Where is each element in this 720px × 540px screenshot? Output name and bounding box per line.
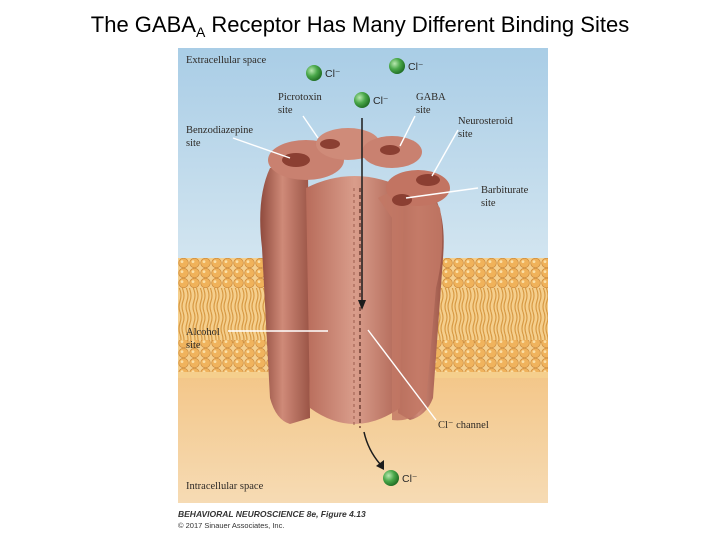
- ion-label: Cl⁻: [408, 61, 424, 73]
- chloride-ion-2: Cl⁻: [389, 58, 424, 74]
- slide-title: The GABAA Receptor Has Many Different Bi…: [0, 12, 720, 40]
- chloride-ion-1: Cl⁻: [306, 65, 341, 81]
- gaba-label-1: GABA: [416, 92, 446, 103]
- ion-label: Cl⁻: [325, 68, 341, 80]
- receptor-figure: Cl⁻ Cl⁻ Cl⁻ Cl⁻ Extracellular space Intr…: [178, 48, 548, 503]
- title-rest: Receptor Has Many Different Binding Site…: [205, 12, 630, 37]
- leader-lines: [228, 115, 479, 421]
- title-subscript: A: [195, 24, 206, 40]
- chloride-ion-4: Cl⁻: [383, 470, 418, 486]
- alcohol-label-1: Alcohol: [186, 327, 220, 338]
- picrotoxin-label-2: site: [278, 105, 293, 116]
- barbiturate-label-1: Barbiturate: [481, 185, 529, 196]
- title-main: The GABA: [90, 12, 196, 37]
- ion-exit-arrow: [363, 431, 381, 465]
- channel-label: Cl⁻ channel: [438, 420, 489, 431]
- figure-caption: BEHAVIORAL NEUROSCIENCE 8e, Figure 4.13 …: [178, 508, 366, 532]
- ion-arrowhead-2: [376, 460, 384, 470]
- caption-copyright: © 2017 Sinauer Associates, Inc.: [178, 521, 285, 530]
- ion-label: Cl⁻: [402, 473, 418, 485]
- gaba-a-receptor: [260, 128, 450, 428]
- barbiturate-label-2: site: [481, 198, 496, 209]
- extracellular-label: Extracellular space: [186, 55, 266, 66]
- ion-arrowhead-1: [358, 300, 366, 310]
- caption-source: BEHAVIORAL NEUROSCIENCE 8e, Figure 4.13: [178, 509, 366, 519]
- chloride-ion-3: Cl⁻: [354, 92, 389, 108]
- ion-label: Cl⁻: [373, 95, 389, 107]
- benzodiazepine-label-1: Benzodiazepine: [186, 125, 253, 136]
- neurosteroid-label-1: Neurosteroid: [458, 116, 514, 127]
- alcohol-label-2: site: [186, 340, 201, 351]
- receptor-diagram: Cl⁻ Cl⁻ Cl⁻ Cl⁻ Extracellular space Intr…: [178, 48, 548, 503]
- gaba-label-2: site: [416, 105, 431, 116]
- picrotoxin-label-1: Picrotoxin: [278, 92, 322, 103]
- intracellular-label: Intracellular space: [186, 481, 264, 492]
- benzodiazepine-label-2: site: [186, 138, 201, 149]
- neurosteroid-label-2: site: [458, 129, 473, 140]
